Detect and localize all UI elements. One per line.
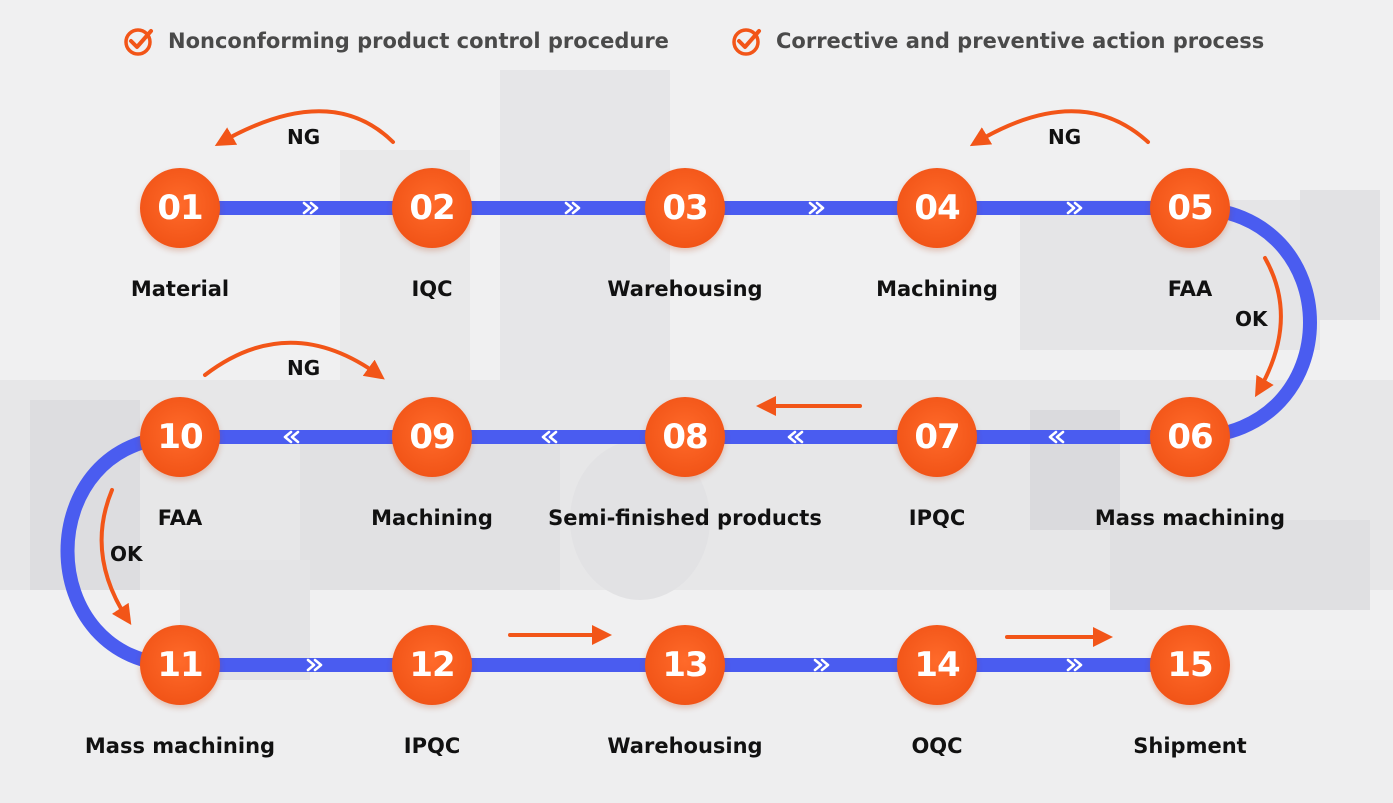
ng-tag: NG bbox=[287, 125, 321, 149]
legend-item-nonconforming: Nonconforming product control procedure bbox=[122, 24, 669, 58]
step-03-label: Warehousing bbox=[607, 277, 763, 301]
step-01-label: Material bbox=[130, 277, 230, 301]
step-05-node: 05 bbox=[1150, 168, 1230, 248]
step-03-node: 03 bbox=[645, 168, 725, 248]
step-15-label: Shipment bbox=[1133, 734, 1247, 758]
step-07-label: IPQC bbox=[908, 506, 966, 530]
legend-label: Nonconforming product control procedure bbox=[168, 29, 669, 53]
step-09-node: 09 bbox=[392, 397, 472, 477]
step-04-label: Machining bbox=[876, 277, 998, 301]
step-01-node: 01 bbox=[140, 168, 220, 248]
step-10-label: FAA bbox=[157, 506, 203, 530]
step-02-node: 02 bbox=[392, 168, 472, 248]
ng-tag: NG bbox=[287, 356, 321, 380]
step-11-label: Mass machining bbox=[84, 734, 276, 758]
legend-item-corrective: Corrective and preventive action process bbox=[730, 24, 1264, 58]
check-circle-icon bbox=[732, 28, 761, 56]
step-12-node: 12 bbox=[392, 625, 472, 705]
step-08-node: 08 bbox=[645, 397, 725, 477]
step-02-label: IQC bbox=[411, 277, 453, 301]
ok-tag: OK bbox=[1235, 307, 1268, 331]
step-05-label: FAA bbox=[1167, 277, 1213, 301]
step-13-label: Warehousing bbox=[607, 734, 763, 758]
step-11-node: 11 bbox=[140, 625, 220, 705]
step-09-label: Machining bbox=[371, 506, 493, 530]
step-15-node: 15 bbox=[1150, 625, 1230, 705]
legend-label: Corrective and preventive action process bbox=[776, 29, 1265, 53]
flow-chevrons bbox=[283, 201, 1083, 672]
step-04-node: 04 bbox=[897, 168, 977, 248]
step-06-label: Mass machining bbox=[1094, 506, 1286, 530]
step-14-node: 14 bbox=[897, 625, 977, 705]
feedback-arrows bbox=[99, 109, 1283, 647]
step-13-node: 13 bbox=[645, 625, 725, 705]
ok-tag: OK bbox=[110, 542, 143, 566]
step-12-label: IPQC bbox=[403, 734, 461, 758]
ng-tag: NG bbox=[1048, 125, 1082, 149]
step-10-node: 10 bbox=[140, 397, 220, 477]
step-07-node: 07 bbox=[897, 397, 977, 477]
check-circle-icon bbox=[124, 28, 153, 56]
step-08-label: Semi-finished products bbox=[548, 506, 822, 530]
step-14-label: OQC bbox=[911, 734, 963, 758]
step-06-node: 06 bbox=[1150, 397, 1230, 477]
